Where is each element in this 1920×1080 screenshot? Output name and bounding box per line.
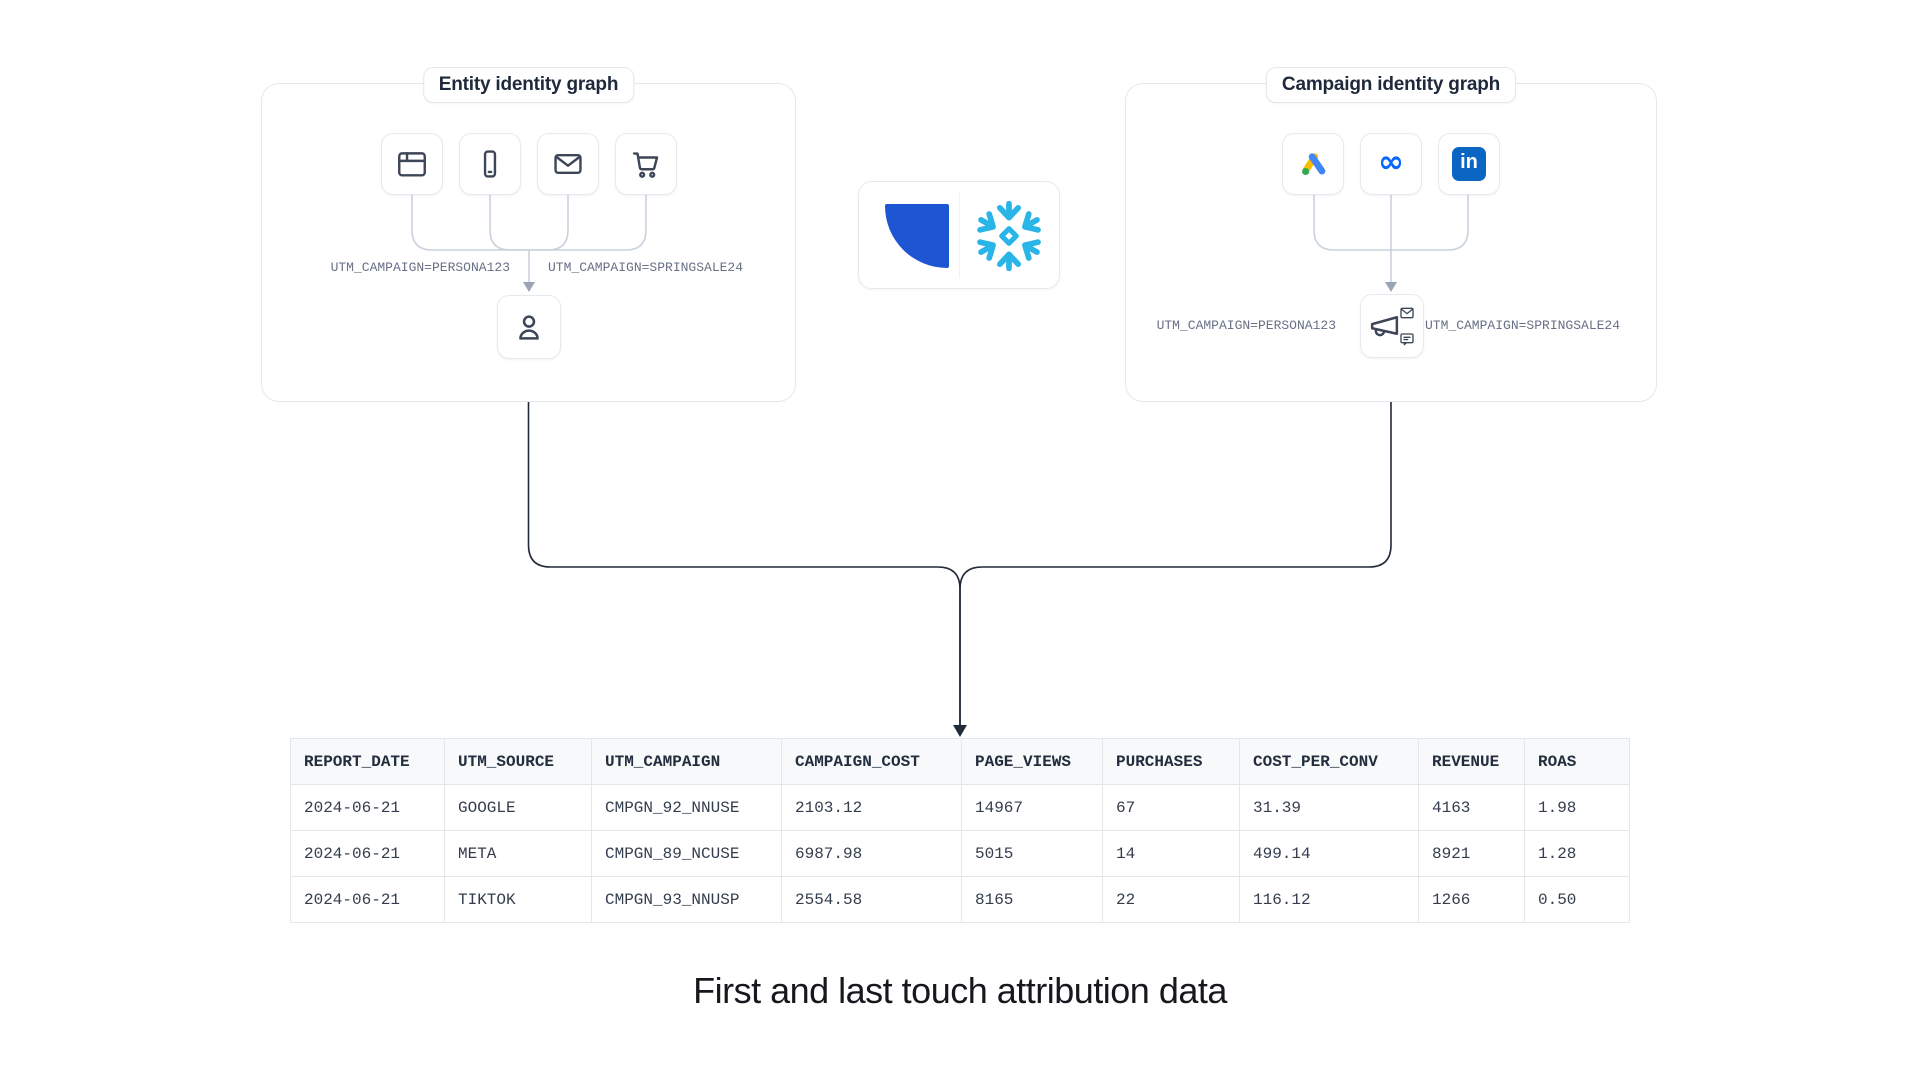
table-cell: CMPGN_89_NCUSE xyxy=(591,830,782,877)
browser-node xyxy=(380,133,443,195)
column-header: PURCHASES xyxy=(1102,738,1240,785)
table-cell: 2554.58 xyxy=(781,876,962,923)
column-header: CAMPAIGN_COST xyxy=(781,738,962,785)
table-cell: CMPGN_92_NNUSE xyxy=(591,784,782,831)
table-cell: 0.50 xyxy=(1524,876,1630,923)
table-header-row: REPORT_DATE UTM_SOURCE UTM_CAMPAIGN CAMP… xyxy=(290,738,1630,785)
column-header: PAGE_VIEWS xyxy=(961,738,1103,785)
table-cell: 1.28 xyxy=(1524,830,1630,877)
table-row: 2024-06-21 TIKTOK CMPGN_93_NNUSP 2554.58… xyxy=(290,876,1630,923)
snowflake-logo xyxy=(971,198,1047,279)
mobile-icon xyxy=(483,150,496,178)
table-cell: 6987.98 xyxy=(781,830,962,877)
table-cell: 14 xyxy=(1102,830,1240,877)
caption: First and last touch attribution data xyxy=(693,970,1227,1011)
email-node xyxy=(536,133,599,195)
campaign-panel-title: Campaign identity graph xyxy=(1265,67,1517,103)
column-header: COST_PER_CONV xyxy=(1239,738,1419,785)
census-logo xyxy=(885,204,949,268)
table-cell: CMPGN_93_NNUSP xyxy=(591,876,782,923)
table-cell: 1266 xyxy=(1418,876,1525,923)
table-cell: 2103.12 xyxy=(781,784,962,831)
column-header: REPORT_DATE xyxy=(290,738,445,785)
megaphone-icon xyxy=(1370,316,1399,337)
mini-chat-icon xyxy=(1400,333,1414,346)
table-cell: 4163 xyxy=(1418,784,1525,831)
table-cell: 499.14 xyxy=(1239,830,1419,877)
shopping-cart-icon xyxy=(632,152,658,178)
table-cell: 5015 xyxy=(961,830,1103,877)
user-node xyxy=(497,295,561,359)
table-cell: 22 xyxy=(1102,876,1240,923)
table-cell: 14967 xyxy=(961,784,1103,831)
table-cell: META xyxy=(444,830,592,877)
column-header: ROAS xyxy=(1524,738,1630,785)
table-cell: 8921 xyxy=(1418,830,1525,877)
table-cell: 116.12 xyxy=(1239,876,1419,923)
table-cell: 2024-06-21 xyxy=(290,784,445,831)
meta-node: ∞ xyxy=(1360,133,1422,195)
campaign-node xyxy=(1360,294,1424,358)
table-cell: TIKTOK xyxy=(444,876,592,923)
linkedin-node: in xyxy=(1438,133,1500,195)
table-cell: GOOGLE xyxy=(444,784,592,831)
mobile-node xyxy=(458,133,521,195)
table-row: 2024-06-21 META CMPGN_89_NCUSE 6987.98 5… xyxy=(290,830,1630,877)
mini-email-icon xyxy=(1400,307,1414,319)
campaign-source-icons-row: ∞ in xyxy=(1126,133,1656,195)
entity-panel-title: Entity identity graph xyxy=(422,67,635,103)
campaign-identity-panel: Campaign identity graph ∞ in UTM_CAMPAIG… xyxy=(1125,67,1657,402)
linkedin-icon: in xyxy=(1452,147,1486,181)
google-ads-icon xyxy=(1302,153,1326,176)
user-icon xyxy=(519,315,539,340)
integration-card xyxy=(858,181,1060,289)
column-header: UTM_SOURCE xyxy=(444,738,592,785)
campaign-utm-label-left: UTM_CAMPAIGN=PERSONA123 xyxy=(1156,318,1336,333)
attribution-table: REPORT_DATE UTM_SOURCE UTM_CAMPAIGN CAMP… xyxy=(290,738,1630,923)
column-header: UTM_CAMPAIGN xyxy=(591,738,782,785)
linkedin-logo-text: in xyxy=(1460,151,1478,173)
entity-utm-label-right: UTM_CAMPAIGN=SPRINGSALE24 xyxy=(548,260,744,275)
cart-node xyxy=(614,133,677,195)
entity-identity-panel: Entity identity graph xyxy=(261,67,796,402)
table-cell: 2024-06-21 xyxy=(290,830,445,877)
table-cell: 8165 xyxy=(961,876,1103,923)
entity-source-icons-row xyxy=(262,133,795,195)
table-cell: 31.39 xyxy=(1239,784,1419,831)
entity-utm-label-left: UTM_CAMPAIGN=PERSONA123 xyxy=(330,260,510,275)
table-cell: 2024-06-21 xyxy=(290,876,445,923)
campaign-utm-label-right: UTM_CAMPAIGN=SPRINGSALE24 xyxy=(1425,318,1621,333)
email-icon xyxy=(553,154,582,174)
table-row: 2024-06-21 GOOGLE CMPGN_92_NNUSE 2103.12… xyxy=(290,784,1630,831)
meta-icon: ∞ xyxy=(1378,143,1404,180)
column-header: REVENUE xyxy=(1418,738,1525,785)
card-divider xyxy=(959,192,960,278)
table-cell: 1.98 xyxy=(1524,784,1630,831)
table-cell: 67 xyxy=(1102,784,1240,831)
browser-icon xyxy=(397,152,426,177)
google-ads-node xyxy=(1282,133,1344,195)
